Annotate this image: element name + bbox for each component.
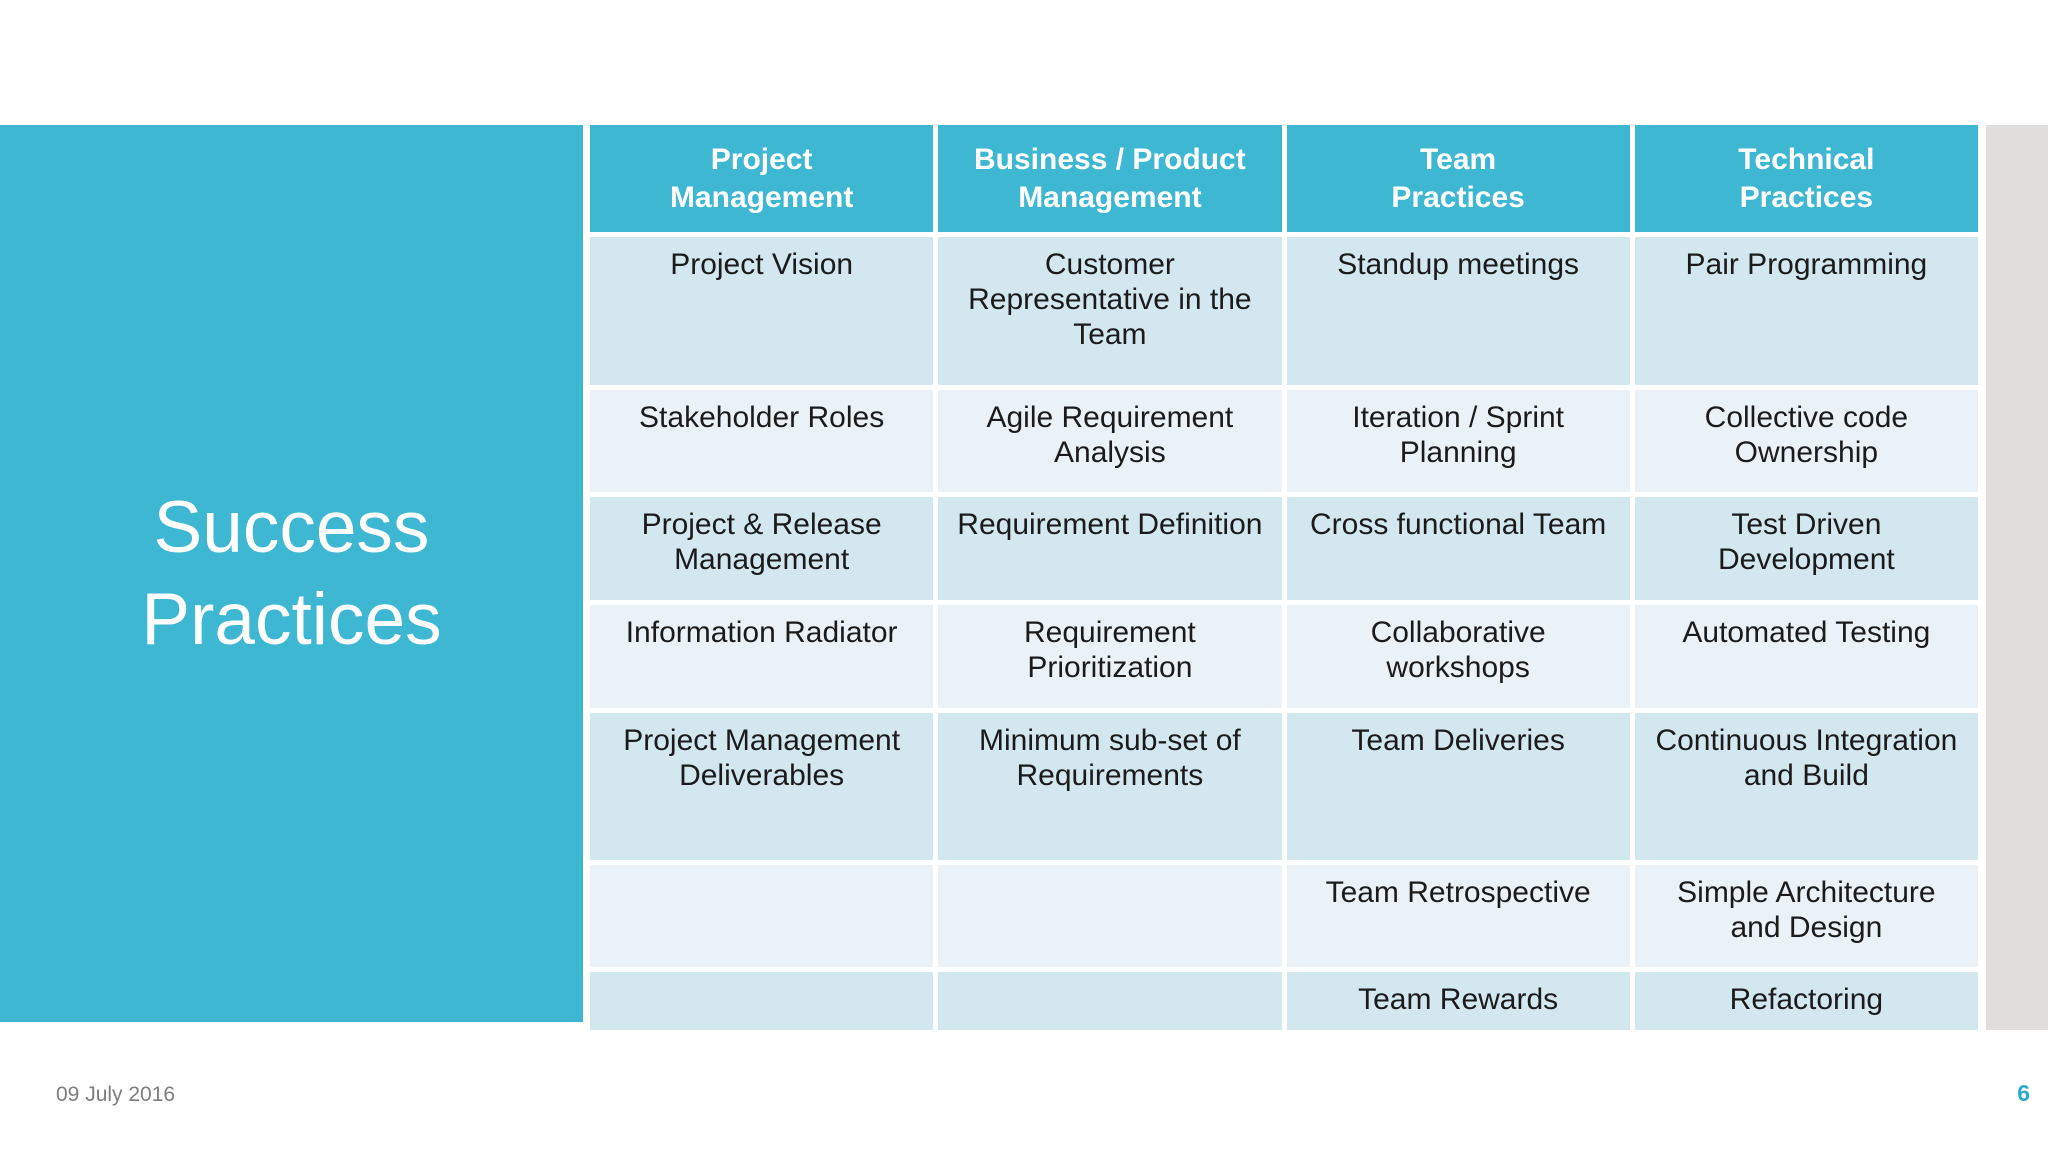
table-cell: Standup meetings — [1286, 237, 1630, 385]
table-cell: Requirement Prioritization — [938, 605, 1282, 708]
right-decorative-strip — [1986, 125, 2048, 1030]
table-cell: Minimum sub-set of Requirements — [938, 713, 1282, 860]
column-header-project-management: Project Management — [590, 125, 934, 232]
table-cell: Team Rewards — [1286, 972, 1630, 1030]
header-line: Business / Product — [974, 143, 1246, 176]
header-line: Project — [710, 143, 813, 176]
table-cell: Pair Programming — [1634, 237, 1978, 385]
header-line: Team — [1420, 143, 1497, 176]
success-practices-table: Project Management Business / Product Ma… — [590, 125, 1978, 1030]
header-line: Management — [669, 180, 854, 214]
slide-title: Success Practices — [141, 482, 441, 666]
slide-title-line-2: Practices — [141, 578, 442, 660]
table-cell: Cross functional Team — [1286, 497, 1630, 600]
table-cell: Project Management Deliverables — [590, 713, 934, 860]
table-cell — [590, 865, 934, 967]
table-cell: Test Driven Development — [1634, 497, 1978, 600]
column-header-business-product-management: Business / Product Management — [938, 125, 1282, 232]
slide-title-line-1: Success — [153, 486, 430, 568]
table-cell: Team Deliveries — [1286, 713, 1630, 860]
header-line: Practices — [1391, 180, 1525, 214]
table-cell: Agile Requirement Analysis — [938, 390, 1282, 492]
header-line: Technical — [1738, 143, 1875, 176]
table-cell: Customer Representative in the Team — [938, 237, 1282, 385]
title-panel: Success Practices — [0, 125, 583, 1022]
table-cell: Stakeholder Roles — [590, 390, 934, 492]
footer-date: 09 July 2016 — [56, 1083, 176, 1106]
table-cell: Project Vision — [590, 237, 934, 385]
table-cell: Project & Release Management — [590, 497, 934, 600]
header-line: Practices — [1739, 180, 1874, 214]
table-cell: Automated Testing — [1634, 605, 1978, 708]
table-cell — [590, 972, 934, 1030]
table-cell: Requirement Definition — [938, 497, 1282, 600]
table-cell: Collective code Ownership — [1634, 390, 1978, 492]
table-cell — [938, 972, 1282, 1030]
table-cell: Team Retrospective — [1286, 865, 1630, 967]
table-cell: Continuous Integration and Build — [1634, 713, 1978, 860]
header-line: Management — [1018, 180, 1202, 214]
page-number: 6 — [2017, 1080, 2030, 1106]
column-header-team-practices: Team Practices — [1286, 125, 1630, 232]
table-cell — [938, 865, 1282, 967]
table-cell: Collaborative workshops — [1286, 605, 1630, 708]
table-cell: Information Radiator — [590, 605, 934, 708]
table-cell: Simple Architecture and Design — [1634, 865, 1978, 967]
table-cell: Iteration / Sprint Planning — [1286, 390, 1630, 492]
column-header-technical-practices: Technical Practices — [1634, 125, 1978, 232]
table-cell: Refactoring — [1634, 972, 1978, 1030]
